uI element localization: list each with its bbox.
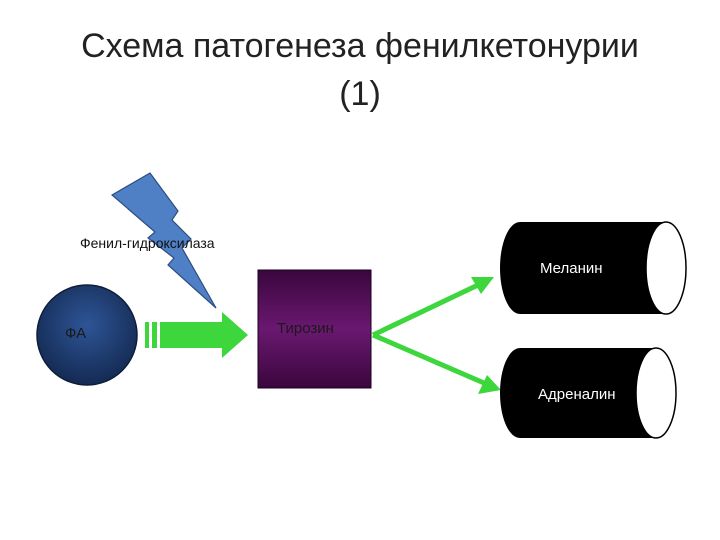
substrate-label: ФА	[65, 325, 87, 342]
product-bottom-label: Адреналин	[538, 386, 616, 403]
arrow-substrate-to-tyrosine	[145, 312, 248, 358]
product-node-melanin	[500, 221, 687, 315]
product-top-label: Меланин	[540, 260, 603, 277]
enzyme-label: Фенил-гидроксилаза	[80, 235, 215, 251]
arrow-tyrosine-to-melanin	[371, 277, 494, 338]
arrow-tyrosine-to-adrenaline	[372, 332, 501, 394]
substrate-node	[36, 284, 138, 386]
slide-title: Схема патогенеза фенилкетонурии (1)	[0, 22, 720, 118]
intermediate-node	[257, 269, 372, 389]
intermediate-label: Тирозин	[277, 320, 334, 337]
product-node-adrenaline	[500, 347, 677, 439]
title-line-1: Схема патогенеза фенилкетонурии	[81, 27, 639, 65]
lightning-bolt-icon	[110, 172, 217, 309]
title-line-2: (1)	[339, 75, 381, 113]
